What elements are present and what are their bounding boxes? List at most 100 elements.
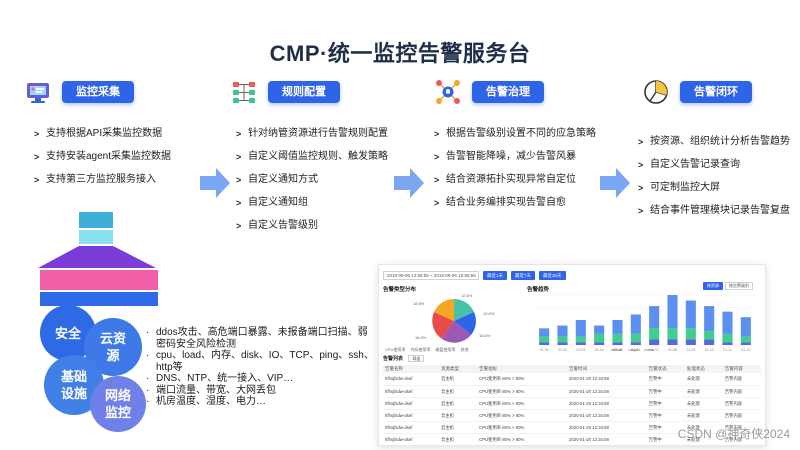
list-item: >自定义阈值监控规则、触发策略 — [236, 151, 388, 162]
x-tick-label: 01-03 — [576, 348, 585, 352]
column-header: 资源类型 — [439, 365, 478, 373]
legend-item: minor — [644, 347, 655, 352]
table-cell: CPU使用率 80% > 80% — [477, 373, 568, 386]
export-button[interactable]: 导出 — [408, 355, 425, 362]
list-item: >自定义告警记录查询 — [638, 159, 740, 170]
chevron-right-icon: > — [434, 129, 440, 139]
stage-1-items: >支持根据API采集监控数据 >支持安装agent采集监控数据 >支持第三方监控… — [34, 128, 204, 197]
chevron-right-icon: > — [236, 198, 242, 208]
x-tick-label: 01-02 — [558, 348, 567, 352]
table-cell: 未处理 — [684, 385, 723, 398]
page-title: CMP·统一监控告警服务台 — [269, 41, 531, 66]
table-cell: CPU使用率 80% > 80% — [477, 409, 568, 422]
column-header: 告警状态 — [646, 365, 685, 373]
stage-label: 规则配置 — [268, 81, 340, 103]
funnel-graphic — [38, 212, 158, 306]
chevron-right-icon: > — [236, 221, 242, 231]
pie-slice — [454, 299, 474, 321]
pie-data-label: 18.6% — [413, 301, 425, 306]
pie-data-label: 12.6% — [461, 293, 473, 298]
table-cell: 云主机 — [439, 397, 478, 410]
list-item: >结合事件管理模块记录告警复盘 — [638, 205, 790, 216]
list-item: ·ddos攻击、高危端口暴露、未报备端口扫描、弱密码安全风险检测 — [146, 327, 368, 350]
pie-slice — [434, 299, 454, 321]
list-item: >支持根据API采集监控数据 — [34, 128, 163, 139]
bullet-dot-icon: · — [146, 350, 150, 361]
chevron-right-icon: > — [434, 198, 440, 208]
x-tick-label: 01-07 — [650, 348, 659, 352]
trend-bar — [704, 331, 715, 340]
list-item: >支持第三方监控服务接入 — [34, 174, 156, 185]
x-tick-label: 01-04 — [595, 348, 604, 352]
range-30d-button[interactable]: 最近30天 — [539, 271, 566, 280]
trend-bar — [594, 325, 605, 334]
range-1d-button[interactable]: 最近1天 — [483, 271, 508, 280]
trend-bar — [685, 300, 696, 329]
date-range-input[interactable]: 2019-09-06 14:58:55 ~ 2019-09-06 15:58:5… — [383, 271, 479, 280]
stage-4-items: >按资源、组织统计分析告警趋势 >自定义告警记录查询 >可定制监控大屏 >结合事… — [638, 136, 798, 228]
circle-infrastructure: 基础设施 — [44, 355, 104, 415]
trend-bar — [740, 317, 751, 337]
flow-arrow-icon — [394, 168, 424, 198]
chevron-right-icon: > — [638, 206, 644, 216]
table-cell: 云主机 — [439, 421, 478, 434]
range-7d-button[interactable]: 最近7天 — [511, 271, 536, 280]
bullet-dot-icon: · — [146, 373, 150, 384]
funnel-layer-3 — [38, 246, 156, 268]
chevron-right-icon: > — [434, 175, 440, 185]
funnel-layer-5 — [40, 292, 158, 306]
chevron-right-icon: > — [638, 137, 644, 147]
trend-bar — [575, 342, 586, 345]
table-cell: 告警内容 — [722, 397, 761, 410]
legend-item: 其他 — [460, 347, 469, 352]
table-cell: CPU使用率 80% > 80% — [477, 385, 568, 398]
stage-label: 监控采集 — [62, 81, 134, 103]
table-cell: 未处理 — [684, 373, 723, 386]
stage-label: 告警治理 — [472, 81, 544, 103]
dashboard-toolbar: 2019-09-06 14:58:55 ~ 2019-09-06 15:58:5… — [383, 271, 566, 280]
chevron-right-icon: > — [638, 183, 644, 193]
alert-list-title: 告警列表 导出 — [383, 355, 425, 362]
stage-rule-config: 规则配置 — [228, 78, 340, 106]
trend-bar — [612, 342, 623, 345]
trend-bar — [575, 320, 586, 337]
table-cell: CPU使用率 80% > 80% — [477, 433, 568, 445]
bullet-dot-icon: · — [146, 396, 150, 407]
list-item: >自定义通知方式 — [236, 174, 318, 185]
column-header: 告警内容 — [722, 365, 761, 373]
list-item: >按资源、组织统计分析告警趋势 — [638, 136, 790, 147]
by-level-button[interactable]: 按告警级别 — [725, 282, 753, 290]
table-cell: 告警中 — [646, 373, 685, 386]
table-cell: 2020-01-20 12:34:58 — [567, 397, 647, 410]
source-detail-list: ·ddos攻击、高危端口暴露、未报备端口扫描、弱密码安全风险检测 ·cpu、lo… — [146, 327, 376, 408]
alert-table: 告警名称 资源类型 告警指标 告警时间 告警状态 处理状态 告警内容 hfhsj… — [383, 365, 761, 445]
table-cell: 云主机 — [439, 409, 478, 422]
column-header: 告警名称 — [383, 365, 440, 373]
chevron-right-icon: > — [34, 129, 40, 139]
table-cell: 告警中 — [646, 409, 685, 422]
by-resource-button[interactable]: 按资源 — [703, 282, 723, 290]
stage-monitor-collect: 监控采集 — [22, 78, 134, 106]
rules-tree-icon — [228, 76, 260, 108]
flow-arrow-icon — [200, 168, 230, 198]
chevron-right-icon: > — [236, 152, 242, 162]
trend-bar — [557, 325, 568, 337]
trend-bar — [575, 336, 586, 343]
pie-legend: CPU使用率 内存使用率 磁盘使用率 其他 — [385, 347, 468, 353]
table-cell: 2020-01-20 12:34:58 — [567, 409, 647, 422]
pie-chart: 12.6% 10.6% 18.6% 18.6% 16.6% — [413, 293, 495, 343]
pie-data-label: 16.6% — [415, 335, 427, 340]
table-cell: 云主机 — [439, 433, 478, 445]
list-item: >告警智能降噪，减少告警风暴 — [434, 151, 576, 162]
trend-bar — [612, 333, 623, 343]
list-item: >结合业务编排实现告警自愈 — [434, 197, 566, 208]
chevron-right-icon: > — [638, 160, 644, 170]
trend-toggle: 按资源 按告警级别 — [703, 282, 753, 290]
table-cell: hfhsjfsdw-dsef — [383, 397, 440, 410]
